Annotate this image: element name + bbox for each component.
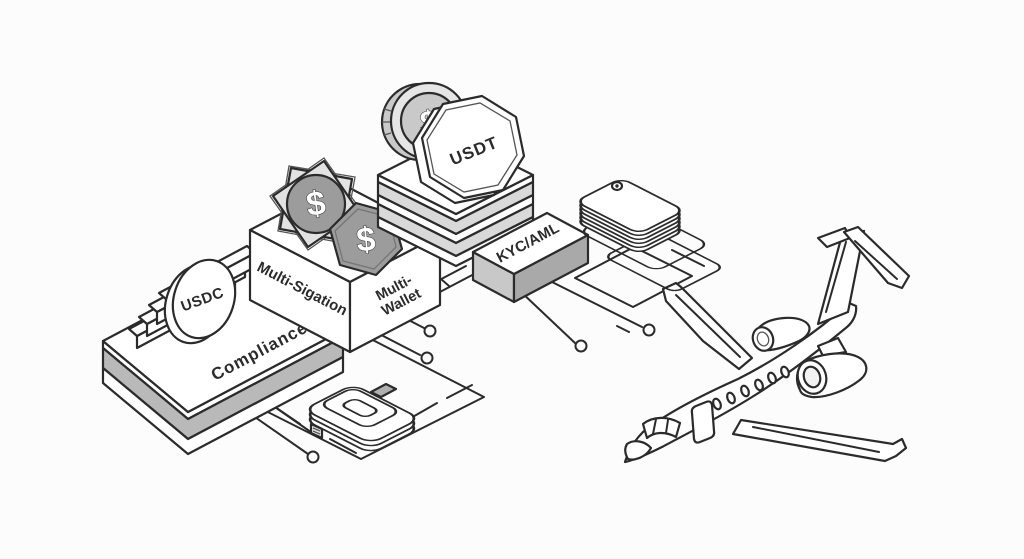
box-right-face [348, 233, 442, 354]
private-jet [623, 225, 911, 464]
jet-stabilizer-right [842, 225, 911, 290]
usdt-platform: $ USDT [376, 81, 535, 268]
kyc-aml-box: KYC/AML [471, 211, 590, 304]
wallet-clasp [309, 422, 324, 440]
trace-terminal [574, 339, 588, 353]
trace-terminal [642, 323, 656, 337]
trace-terminal [420, 351, 434, 365]
dollar-icon: $ [355, 220, 377, 260]
usdt-coin: USDT [411, 94, 526, 205]
circuit-plate-outline [574, 246, 693, 308]
wallet [308, 382, 416, 452]
usdc-coin: USDC [163, 258, 237, 345]
card-stack [579, 180, 721, 292]
trace-terminal [423, 324, 437, 338]
trace-terminal [306, 450, 320, 464]
jet-nose-cone [624, 440, 653, 461]
box-top-face [471, 211, 590, 276]
wallet-strap-fold [369, 382, 398, 399]
jet-door [690, 400, 716, 444]
jet-windows [712, 365, 790, 411]
